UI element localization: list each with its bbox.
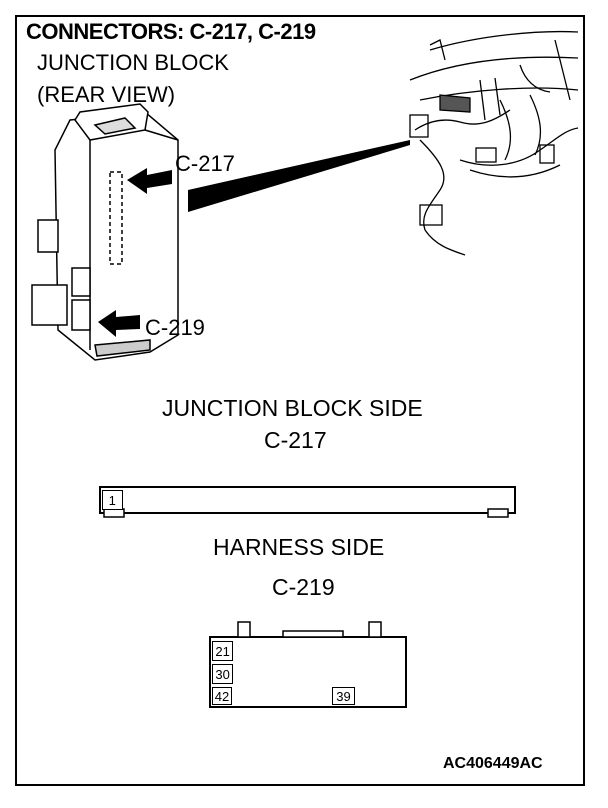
- arrow-icon: [98, 168, 172, 337]
- c219-callout-label: C-219: [145, 315, 205, 340]
- harness-side-heading: HARNESS SIDE: [213, 534, 385, 560]
- pin-cell: 30: [212, 664, 234, 684]
- junction-block-label: JUNCTION BLOCK: [37, 50, 229, 75]
- c219-connector-label: C-219: [272, 574, 335, 600]
- pin-cell: 21: [212, 641, 234, 661]
- pin-cell: 1: [102, 490, 123, 510]
- location-pointer: [188, 140, 410, 212]
- pin-cell: 42: [212, 687, 232, 705]
- junction-block-illustration: [31, 103, 179, 361]
- rear-view-label: (REAR VIEW): [37, 82, 176, 107]
- diagram-title: CONNECTORS: C-217, C-219: [26, 19, 316, 44]
- c217-connector-label: C-217: [264, 427, 327, 453]
- dashboard-harness-illustration: [409, 30, 579, 256]
- reference-code: AC406449AC: [443, 755, 543, 772]
- c217-callout-label: C-217: [175, 151, 235, 176]
- pin-cell: 39: [332, 687, 355, 705]
- junction-block-side-heading: JUNCTION BLOCK SIDE: [162, 395, 423, 421]
